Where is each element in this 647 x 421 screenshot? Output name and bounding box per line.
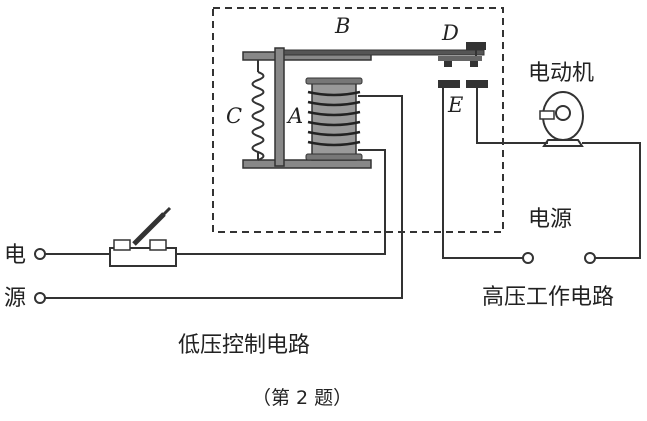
label-source-left-1: 电	[4, 243, 26, 268]
label-high-voltage-circuit: 高压工作电路	[482, 285, 614, 310]
label-c: C	[226, 104, 242, 128]
wiring	[45, 88, 641, 299]
label-motor: 电动机	[528, 61, 594, 86]
label-low-voltage-circuit: 低压控制电路	[178, 333, 310, 358]
label-d: D	[441, 21, 459, 45]
relay-enclosure	[212, 7, 504, 233]
contact-e	[438, 80, 488, 88]
label-e: E	[447, 93, 463, 117]
terminals	[34, 248, 596, 304]
terminal-right-left	[522, 252, 534, 264]
label-source-left-2: 源	[4, 286, 26, 311]
terminal-right-right	[584, 252, 596, 264]
electromagnet-coil	[305, 77, 363, 161]
spring	[251, 60, 265, 161]
contact-d	[438, 42, 486, 67]
armature-lever	[283, 49, 485, 56]
knife-switch	[109, 206, 177, 267]
label-source-right: 电源	[528, 207, 572, 232]
motor	[539, 91, 584, 147]
terminal-left-top	[34, 248, 46, 260]
label-a: A	[286, 104, 303, 128]
caption: （第 2 题）	[252, 387, 352, 409]
terminal-left-bottom	[34, 292, 46, 304]
label-b: B	[334, 14, 350, 38]
